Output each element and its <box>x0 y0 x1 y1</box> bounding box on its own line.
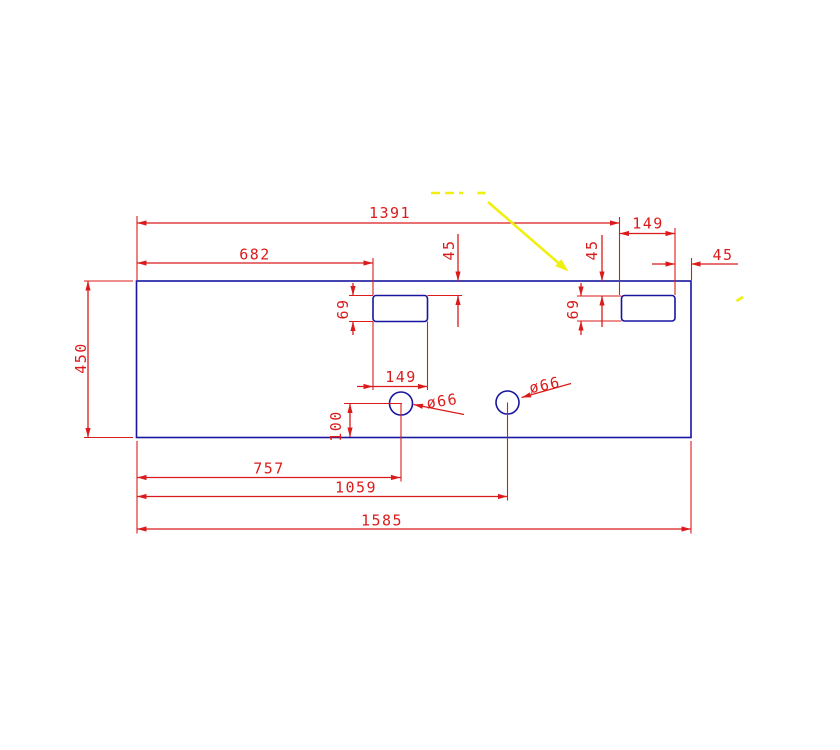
arrowhead <box>578 286 584 296</box>
dim-label-left-slot-height: 69 <box>334 298 352 319</box>
slot-right <box>620 294 676 322</box>
dim-label-hole1-diameter: ø66 <box>425 390 459 412</box>
dim-label-hole1-position: 757 <box>253 460 285 478</box>
arrowhead <box>665 261 675 267</box>
slot-left <box>372 294 429 323</box>
dim-label-right-slot-height: 69 <box>564 298 582 319</box>
arrowhead <box>418 383 428 390</box>
arrowhead <box>347 427 353 437</box>
arrowhead <box>610 220 620 226</box>
dim-label-hole2-position: 1059 <box>335 479 377 497</box>
arrowhead <box>85 428 91 438</box>
dim-label-hole-bottom-offset: 100 <box>327 410 345 442</box>
arrowhead <box>665 230 675 237</box>
extension-lines <box>84 216 693 534</box>
arrowhead <box>363 383 373 390</box>
arrowhead <box>455 295 461 305</box>
arrowhead <box>578 321 584 331</box>
arrowhead <box>498 493 508 500</box>
arrowhead <box>137 474 147 481</box>
arrowhead <box>350 286 356 296</box>
arrowhead <box>619 230 629 237</box>
highlight-annotation <box>431 191 744 303</box>
dim-label-right-slot-position: 1391 <box>369 204 411 222</box>
part-geometry <box>135 280 692 439</box>
dim-label-right-edge-gap: 45 <box>712 246 733 264</box>
dim-label-right-slot-top-gap: 45 <box>583 239 601 260</box>
dim-label-right-slot-width: 149 <box>632 215 664 233</box>
dim-label-left-slot-width: 149 <box>385 368 417 386</box>
leader-arrowhead <box>413 401 424 409</box>
dim-label-left-slot-top-gap: 45 <box>440 239 458 260</box>
arrowhead <box>599 296 605 306</box>
dim-label-hole2-diameter: ø66 <box>528 373 563 397</box>
arrowhead <box>137 526 147 532</box>
dim-label-overall-length: 1585 <box>361 512 403 530</box>
arrowhead <box>391 474 401 481</box>
dim-label-left-slot-position: 682 <box>239 246 271 264</box>
highlight-arrow-shaft <box>487 201 564 268</box>
arrowhead <box>85 281 91 291</box>
arrowhead <box>350 321 356 331</box>
arrowhead <box>681 526 691 532</box>
arrowhead <box>599 271 605 281</box>
arrowhead <box>137 493 147 500</box>
arrowhead <box>363 260 373 266</box>
dimension-labels: 1391 682 149 45 45 69 45 69 149 100 450 … <box>72 204 733 530</box>
arrowhead <box>137 260 147 266</box>
arrowhead <box>691 261 701 267</box>
arrowhead <box>455 271 461 281</box>
arrowhead <box>137 220 147 226</box>
plate-outline <box>135 280 692 439</box>
highlight-tick <box>735 295 744 303</box>
arrowhead <box>347 403 353 413</box>
dim-label-plate-height: 450 <box>72 342 90 374</box>
